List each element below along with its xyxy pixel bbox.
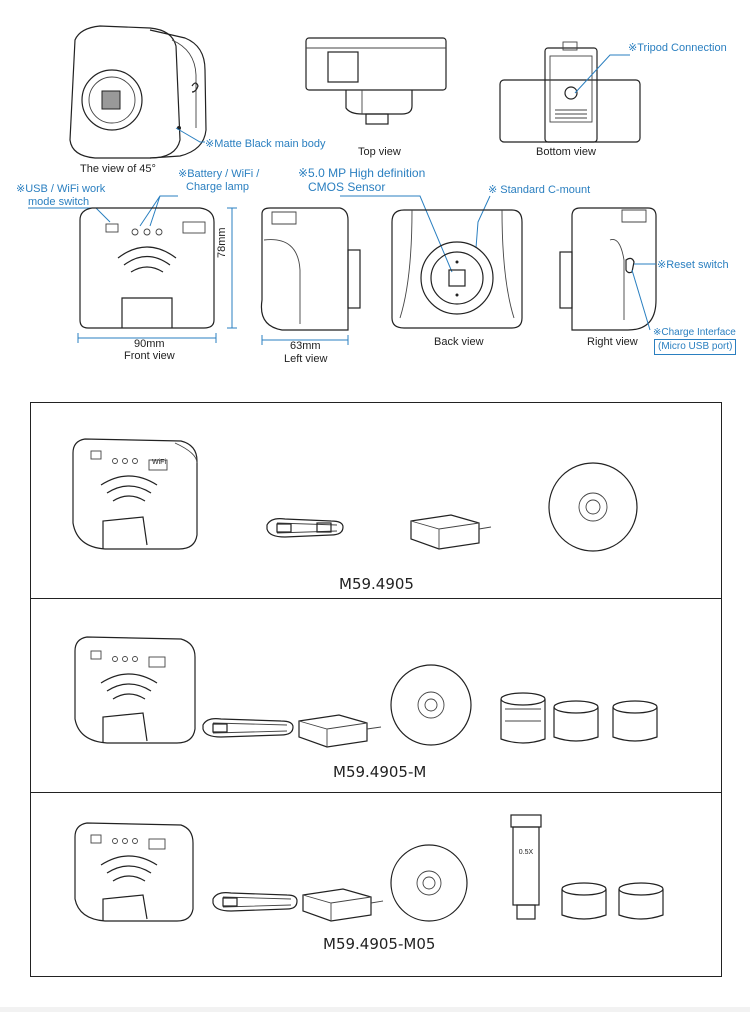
sensor-callout-2: CMOS Sensor	[308, 180, 386, 194]
kit3-cd	[390, 844, 468, 922]
kit3-lens-tag: 0.5X	[518, 849, 534, 856]
kit2-adapters	[500, 692, 658, 744]
view45-label: The view of 45°	[80, 163, 156, 175]
kit1-charger	[410, 514, 492, 550]
kit1-camera	[72, 438, 198, 550]
back-view-label: Back view	[434, 336, 484, 348]
kit2-usb-cable	[202, 718, 294, 738]
kit3-name: M59.4905-M05	[323, 935, 436, 953]
kit3-adapters	[561, 882, 664, 920]
dim-depth-left: 63mm	[290, 340, 321, 352]
matte-body-callout: ※Matte Black main body	[205, 138, 326, 150]
left-view-label: Left view	[284, 353, 328, 365]
kit3-usb-cable	[212, 892, 298, 912]
bottom-view-label: Bottom view	[536, 146, 596, 158]
charge-callout-2: (Micro USB port)	[654, 339, 737, 355]
kit3-charger	[302, 888, 384, 922]
usb-wifi-callout-1: ※USB / WiFi work	[16, 183, 106, 195]
kit3-reduction-lens	[510, 814, 542, 920]
cmount-callout: ※ Standard C-mount	[488, 184, 591, 196]
battery-callout-1: ※Battery / WiFi /	[178, 168, 260, 180]
charge-callout-1: ※Charge Interface	[653, 327, 736, 338]
kit2-cd	[390, 664, 472, 746]
kit2-name: M59.4905-M	[333, 763, 427, 781]
kit-panel-2: M59.4905-M	[30, 598, 722, 793]
kit-panel-3: 0.5X M59.4905-M05	[30, 792, 722, 977]
bottom-strip	[0, 1007, 750, 1012]
tripod-callout: ※Tripod Connection	[628, 42, 727, 54]
right-view-label: Right view	[587, 336, 638, 348]
kit1-name: M59.4905	[339, 575, 414, 593]
kit1-usb-cable	[266, 518, 344, 538]
usb-wifi-callout-2: mode switch	[28, 196, 90, 208]
battery-callout-2: Charge lamp	[186, 181, 249, 193]
dim-width-front: 90mm	[134, 338, 165, 350]
kit1-wifi-badge: WiFi	[152, 459, 166, 466]
kit1-cd	[548, 462, 638, 552]
reset-callout: ※Reset switch	[657, 259, 729, 271]
top-view-label: Top view	[358, 146, 401, 158]
kit3-camera	[74, 822, 194, 922]
kit-panel-1: WiFi M59.4905	[30, 402, 722, 599]
kit2-charger	[298, 714, 382, 748]
kit2-camera	[74, 636, 196, 744]
front-view-label: Front view	[124, 350, 175, 362]
sensor-callout-1: ※5.0 MP High definition	[298, 166, 426, 180]
